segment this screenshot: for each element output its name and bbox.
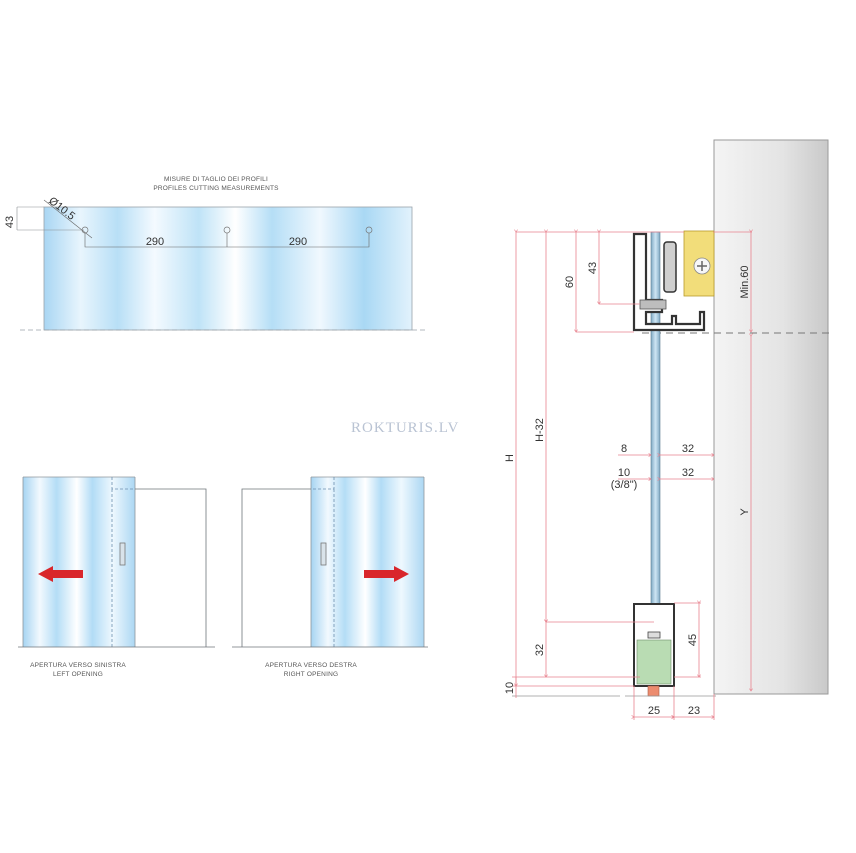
cross-section-view: H H-32 60 43 Min.60 Y 8 32 10 (3/8") 32 …: [504, 139, 830, 720]
glass-profile-panel: [43, 206, 413, 331]
width-25-label: 25: [648, 705, 660, 717]
bottom-guide-insert: [636, 639, 672, 685]
right-opening-label-en: RIGHT OPENING: [284, 671, 339, 678]
dim-H32-label: H-32: [534, 418, 546, 442]
dim-10-label: 10: [504, 682, 516, 694]
left-glass-door: [23, 477, 135, 647]
right-glass-door: [311, 477, 424, 647]
left-handle: [119, 542, 126, 566]
glass-8-label: 8: [621, 443, 627, 455]
right-opening-label-it: APERTURA VERSO DESTRA: [265, 662, 357, 669]
roller-pin: [639, 299, 667, 310]
dim-45-label: 45: [687, 634, 699, 646]
wall: [713, 139, 829, 695]
dim-60-label: 60: [564, 276, 576, 288]
glass-10-label: 10: [618, 467, 630, 479]
left-door-opening-frame: [135, 488, 207, 647]
cutting-measurements-panel: MISURE DI TAGLIO DEI PROFILI PROFILES CU…: [4, 176, 425, 331]
glass-10-inch-label: (3/8"): [611, 479, 638, 491]
right-handle: [320, 542, 327, 566]
left-opening-label-en: LEFT OPENING: [53, 671, 103, 678]
dim-43-label: 43: [587, 262, 599, 274]
cutting-title-it: MISURE DI TAGLIO DEI PROFILI: [164, 176, 268, 183]
left-opening-diagram: APERTURA VERSO SINISTRA LEFT OPENING: [18, 476, 215, 678]
width-23-label: 23: [688, 705, 700, 717]
gap-32b-label: 32: [682, 467, 694, 479]
watermark: ROKTURIS.LV: [351, 420, 459, 436]
dim-H-label: H: [504, 454, 516, 462]
arrow-right-icon: [364, 566, 409, 582]
dim-32-bottom-label: 32: [534, 644, 546, 656]
arrow-left-icon: [38, 566, 83, 582]
offset-43-label: 43: [4, 216, 16, 228]
spacing-2-label: 290: [289, 236, 307, 248]
floor-pin: [647, 685, 660, 697]
roller-wheel: [663, 241, 677, 293]
cutting-title-en: PROFILES CUTTING MEASUREMENTS: [153, 185, 279, 192]
glass-panel-section: [650, 231, 661, 633]
spacing-1-label: 290: [146, 236, 164, 248]
right-door-opening-frame: [241, 488, 311, 647]
left-opening-label-it: APERTURA VERSO SINISTRA: [30, 662, 126, 669]
dim-Y-label: Y: [739, 508, 751, 516]
dim-min60-label: Min.60: [739, 265, 751, 298]
right-opening-diagram: APERTURA VERSO DESTRA RIGHT OPENING: [232, 476, 428, 678]
gap-32a-label: 32: [682, 443, 694, 455]
